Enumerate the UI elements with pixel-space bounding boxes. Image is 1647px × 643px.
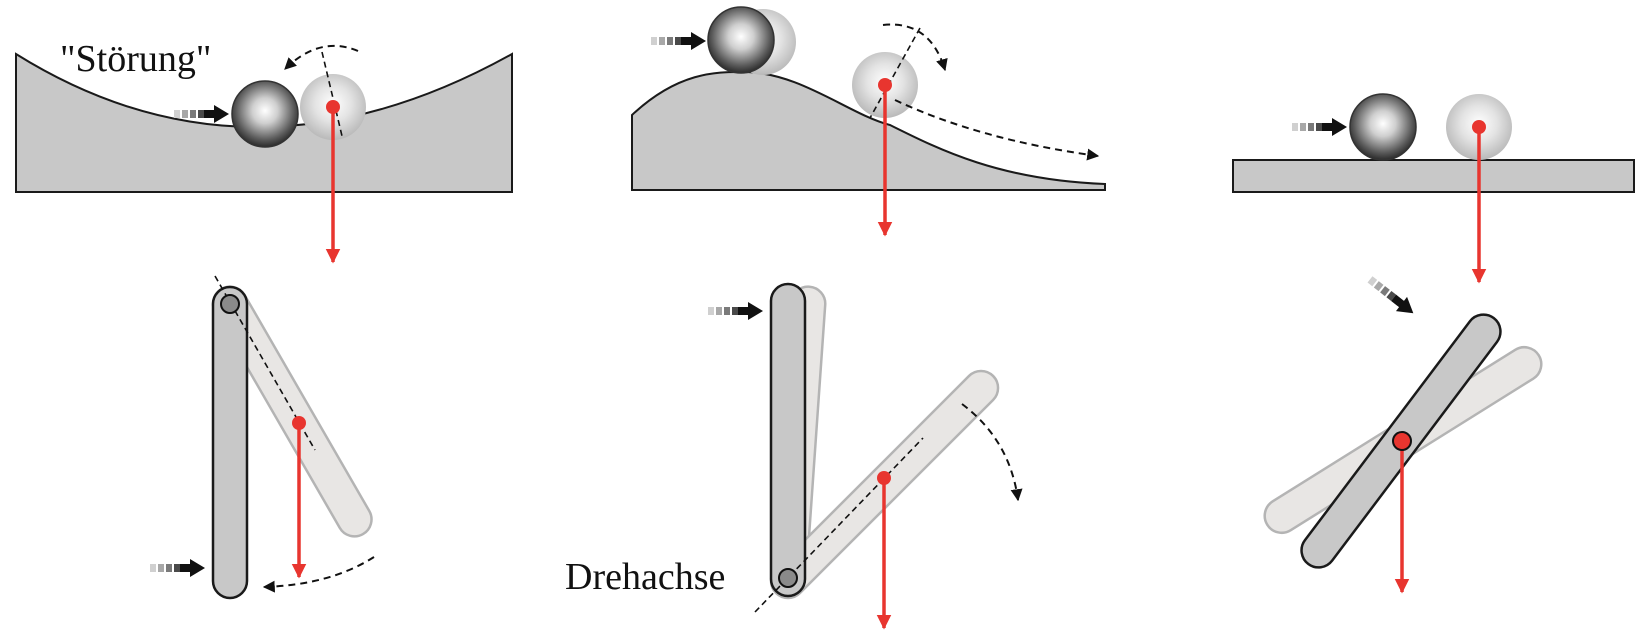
center-of-mass-dot [878, 78, 892, 92]
hill-ground [631, 70, 1106, 191]
ball-at-rest [1349, 93, 1417, 161]
ball-at-rest [231, 80, 299, 148]
ball-at-rest [707, 6, 775, 74]
return-arc-arrow [284, 44, 359, 70]
roll-away-arrow [894, 99, 1100, 161]
push-arrow [150, 559, 205, 577]
axis-dashed-line [321, 51, 343, 137]
center-of-mass-dot [877, 471, 891, 485]
panel-stable-ball: "Störung" [15, 38, 513, 264]
rod-at-rest [211, 285, 249, 600]
push-arrow [1292, 118, 1347, 136]
center-of-mass-dot [292, 416, 306, 430]
pivot-point [220, 294, 240, 314]
panel-unstable-ball [631, 6, 1106, 237]
center-of-mass-dot [326, 100, 340, 114]
flat-ground [1232, 159, 1635, 193]
axis-dashed-line [869, 27, 921, 119]
center-of-mass-dot [1472, 120, 1486, 134]
pivot-label: Drehachse [565, 556, 725, 598]
panel-neutral-ball [1232, 93, 1635, 284]
panel-stable-rod [150, 275, 375, 600]
disturbance-label: "Störung" [60, 38, 211, 80]
return-arc-arrow [262, 556, 375, 593]
push-arrow [174, 105, 229, 123]
rod-at-rest [769, 282, 807, 598]
panel-unstable-rod: Drehachse [565, 282, 1023, 630]
pivot-center-of-mass [1392, 431, 1412, 451]
pivot-point [778, 568, 798, 588]
fall-arc-arrow [882, 23, 948, 72]
push-arrow [708, 302, 763, 320]
push-arrow [1367, 276, 1414, 314]
fall-arc-arrow [961, 403, 1023, 502]
panel-neutral-rod [1263, 276, 1543, 594]
push-arrow [651, 32, 706, 50]
